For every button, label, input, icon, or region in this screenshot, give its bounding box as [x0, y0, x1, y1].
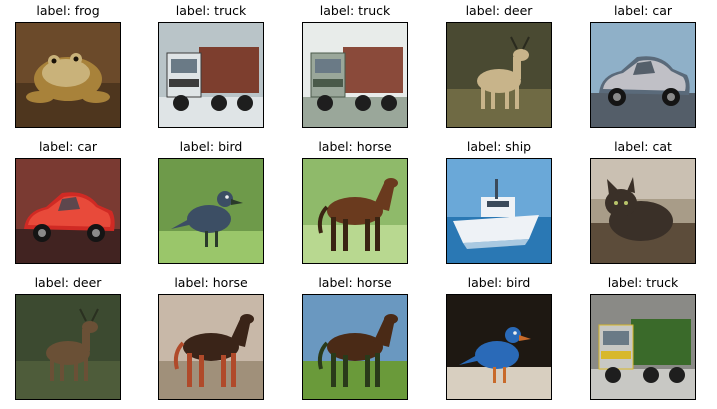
image-panel: label: truck: [158, 0, 264, 130]
panel-label: label: deer: [465, 3, 533, 18]
panel-label: label: horse: [318, 275, 392, 290]
panel-label: label: bird: [467, 275, 531, 290]
image-panel: label: cat: [590, 136, 696, 266]
panel-label: label: cat: [614, 139, 672, 154]
image-panel: label: car: [590, 0, 696, 130]
image-panel: label: horse: [302, 136, 408, 266]
image-panel: label: horse: [302, 272, 408, 402]
deer-image: [446, 22, 552, 128]
panel-label: label: frog: [36, 3, 100, 18]
panel-label: label: ship: [466, 139, 532, 154]
image-panel: label: ship: [446, 136, 552, 266]
panel-label: label: truck: [175, 3, 247, 18]
image-panel: label: frog: [15, 0, 121, 130]
horse-image: [158, 294, 264, 400]
image-panel: label: car: [15, 136, 121, 266]
panel-label: label: horse: [174, 275, 248, 290]
truck-image: [302, 22, 408, 128]
panel-label: label: car: [613, 3, 673, 18]
image-panel: label: bird: [158, 136, 264, 266]
car-image: [590, 22, 696, 128]
truck-image: [590, 294, 696, 400]
image-panel: label: deer: [446, 0, 552, 130]
horse-image: [302, 294, 408, 400]
panel-label: label: truck: [319, 3, 391, 18]
ship-image: [446, 158, 552, 264]
image-panel: label: truck: [590, 272, 696, 402]
panel-label: label: bird: [179, 139, 243, 154]
truck-image: [158, 22, 264, 128]
bird-image: [446, 294, 552, 400]
panel-label: label: horse: [318, 139, 392, 154]
deer-image: [15, 294, 121, 400]
panel-label: label: deer: [34, 275, 102, 290]
panel-label: label: car: [38, 139, 98, 154]
cat-image: [590, 158, 696, 264]
frog-image: [15, 22, 121, 128]
image-panel: label: bird: [446, 272, 552, 402]
panel-label: label: truck: [607, 275, 679, 290]
horse-image: [302, 158, 408, 264]
image-panel: label: deer: [15, 272, 121, 402]
image-panel: label: truck: [302, 0, 408, 130]
car-image: [15, 158, 121, 264]
bird-image: [158, 158, 264, 264]
image-panel: label: horse: [158, 272, 264, 402]
